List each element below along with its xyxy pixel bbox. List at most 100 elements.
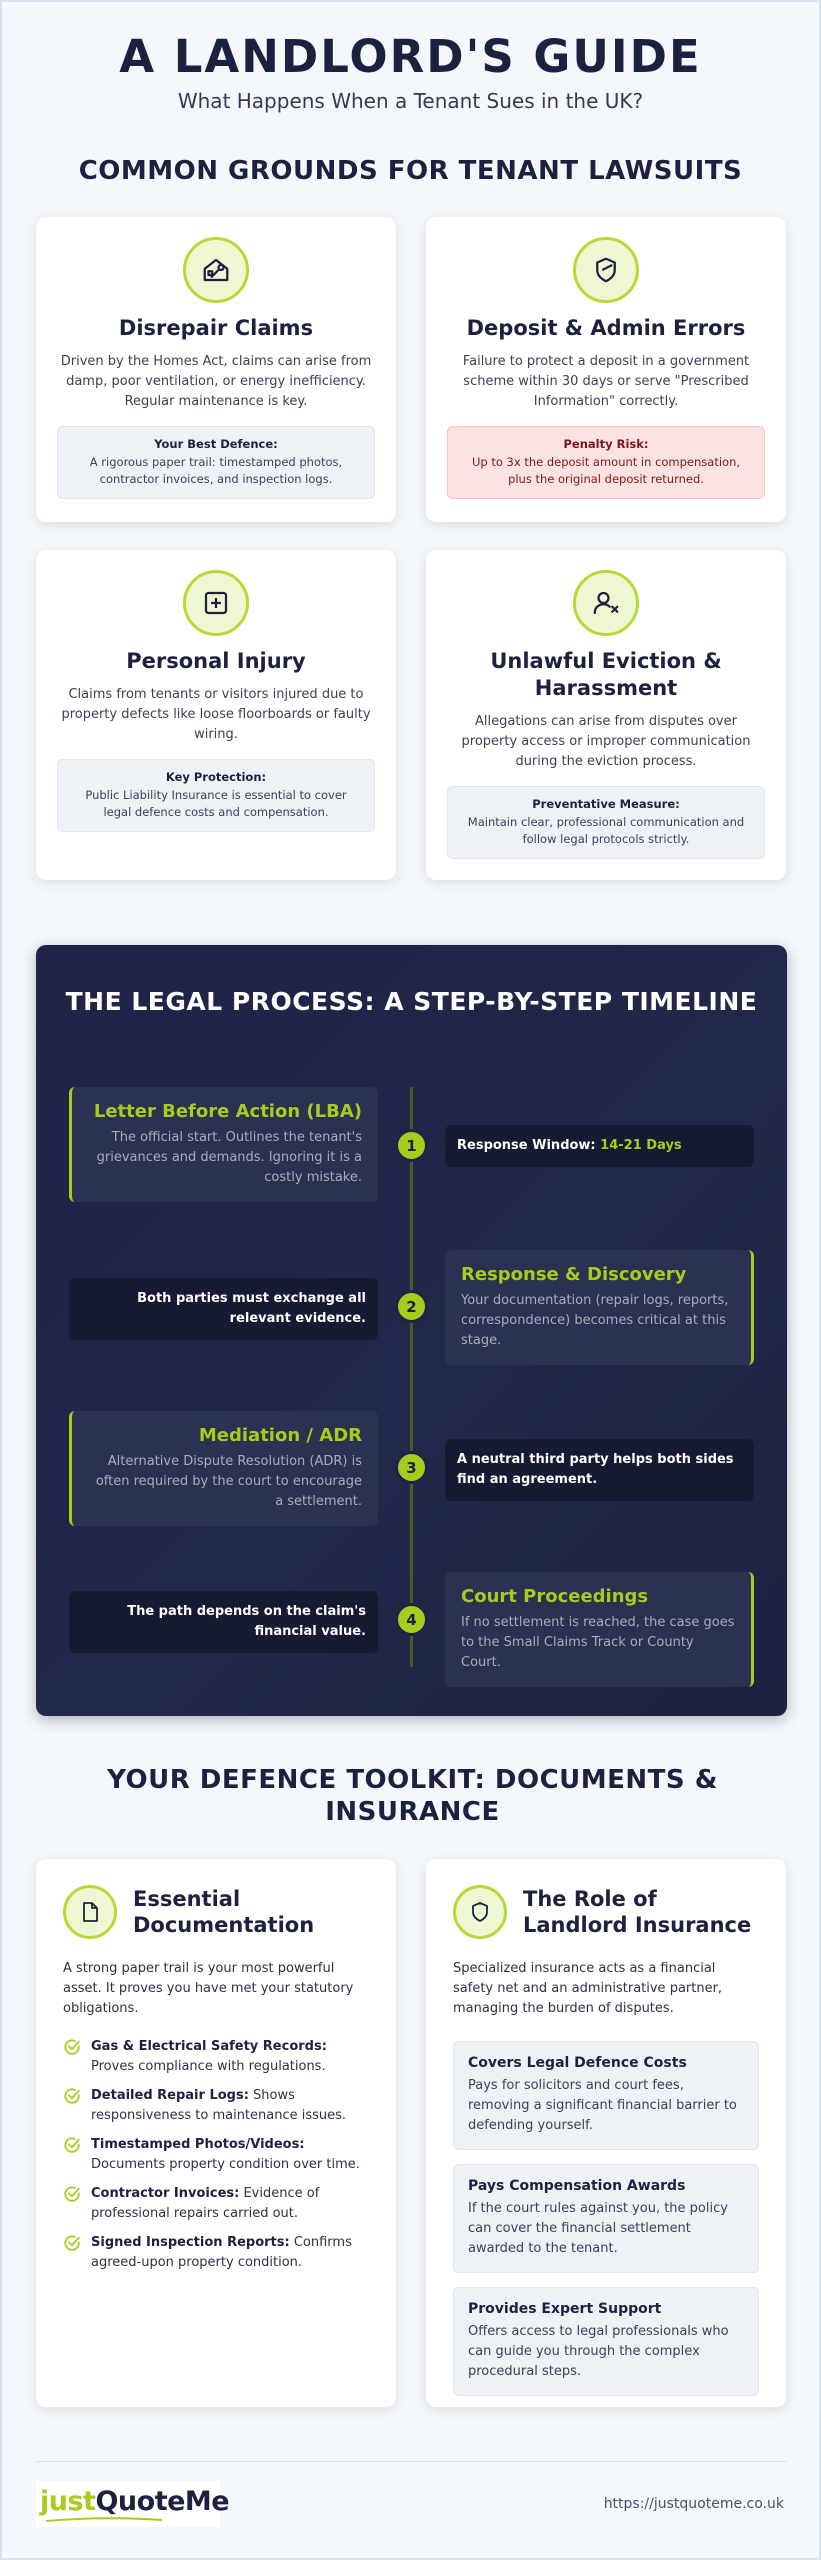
logo-swoosh-icon (45, 2517, 163, 2522)
item-text: Evidence of professional repairs carried… (91, 2186, 320, 2221)
step-1-side-note: Response Window: 14-21 Days (445, 1125, 754, 1167)
card-intro: Specialized insurance acts as a financia… (453, 1961, 723, 2016)
step-title: Response & Discovery (461, 1264, 687, 1285)
card-title: Essential Documentation (133, 1887, 315, 1937)
timeline-step-3: Mediation / ADR Alternative Dispute Reso… (69, 1411, 378, 1526)
shield-document-icon (596, 257, 616, 283)
card-description: Driven by the Homes Act, claims can aris… (60, 354, 372, 409)
check-circle-icon (64, 2088, 80, 2104)
card-description: Claims from tenants or visitors injured … (61, 687, 371, 742)
page-subtitle: What Happens When a Tenant Sues in the U… (177, 89, 644, 113)
insurance-benefit: Provides Expert Support Offers access to… (453, 2287, 759, 2396)
note-label: Preventative Measure: (532, 797, 680, 811)
insurance-benefit: Pays Compensation Awards If the court ru… (453, 2164, 759, 2273)
side-label: A neutral third party helps both sides f… (457, 1452, 734, 1487)
timeline-step-2: Response & Discovery Your documentation … (445, 1250, 754, 1365)
list-item: Detailed Repair Logs: Shows responsivene… (63, 2086, 369, 2126)
check-circle-icon (64, 2039, 80, 2055)
user-remove-icon (593, 591, 619, 615)
step-description: If no settlement is reached, the case go… (461, 1615, 735, 1670)
card-intro: A strong paper trail is your most powerf… (63, 1961, 354, 2016)
grounds-card-injury: Personal Injury Claims from tenants or v… (36, 550, 396, 880)
timeline-title: THE LEGAL PROCESS: A STEP-BY-STEP TIMELI… (65, 987, 758, 1016)
documentation-checklist: Gas & Electrical Safety Records: Proves … (63, 2037, 369, 2273)
step-title: Mediation / ADR (198, 1425, 362, 1446)
card-title: Unlawful Eviction & Harassment (490, 649, 722, 700)
side-label: The path depends on the claim's financia… (127, 1604, 366, 1639)
shield-icon (472, 1902, 488, 1922)
note-text: A rigorous paper trail: timestamped phot… (89, 455, 343, 486)
step-2-side-note: Both parties must exchange all relevant … (69, 1278, 378, 1340)
footer-divider (36, 2461, 787, 2462)
grounds-section-title: COMMON GROUNDS FOR TENANT LAWSUITS (78, 156, 743, 186)
step-title: Letter Before Action (LBA) (93, 1101, 362, 1122)
timeline-axis (410, 1087, 413, 1667)
side-highlight: 14-21 Days (600, 1138, 682, 1153)
card-note: Your Best Defence: A rigorous paper trai… (57, 426, 375, 499)
brand-logo[interactable]: justQuoteMe (36, 2481, 230, 2527)
note-label: Key Protection: (165, 770, 267, 784)
grounds-card-deposit: Deposit & Admin Errors Failure to protec… (426, 217, 786, 522)
item-label: Signed Inspection Reports: (91, 2235, 290, 2250)
check-circle-icon (64, 2235, 80, 2251)
timeline-step-1: Letter Before Action (LBA) The official … (69, 1087, 378, 1202)
item-text: Confirms agreed-upon property condition. (91, 2235, 352, 2270)
item-label: Gas & Electrical Safety Records: (91, 2039, 327, 2054)
document-icon (83, 1902, 98, 1922)
step-number-badge: 2 (395, 1290, 428, 1323)
grounds-card-eviction: Unlawful Eviction & Harassment Allegatio… (426, 550, 786, 880)
benefit-text: Pays for solicitors and court fees, remo… (468, 2078, 737, 2133)
step-number-badge: 3 (395, 1451, 428, 1484)
step-3-side-note: A neutral third party helps both sides f… (445, 1439, 754, 1501)
item-text: Proves compliance with regulations. (91, 2059, 326, 2074)
step-title: Court Proceedings (461, 1586, 649, 1607)
toolkit-section-title: YOUR DEFENCE TOOLKIT: DOCUMENTS & INSURA… (107, 1765, 718, 1827)
card-title: Personal Injury (126, 649, 306, 673)
page-title: A LANDLORD'S GUIDE (119, 30, 702, 83)
card-title: The Role of Landlord Insurance (523, 1887, 752, 1937)
item-text: Shows responsiveness to maintenance issu… (91, 2088, 347, 2123)
note-text: Public Liability Insurance is essential … (85, 788, 347, 819)
toolkit-grid: Essential Documentation A strong paper t… (36, 1859, 786, 2407)
note-text: Up to 3x the deposit amount in compensat… (471, 455, 741, 486)
step-number-badge: 1 (395, 1129, 428, 1162)
side-label: Response Window: (457, 1138, 596, 1153)
documentation-card: Essential Documentation A strong paper t… (36, 1859, 396, 2407)
first-aid-icon (204, 591, 228, 615)
note-label: Your Best Defence: (154, 437, 278, 451)
card-description: Failure to protect a deposit in a govern… (462, 354, 750, 409)
step-number-badge: 4 (395, 1603, 428, 1636)
check-circle-icon (64, 2137, 80, 2153)
side-label: Both parties must exchange all relevant … (137, 1291, 366, 1326)
grounds-grid: Disrepair Claims Driven by the Homes Act… (36, 217, 786, 880)
step-description: The official start. Outlines the tenant'… (96, 1130, 362, 1185)
card-title: Disrepair Claims (118, 316, 314, 340)
penalty-note: Penalty Risk: Up to 3x the deposit amoun… (447, 426, 765, 499)
list-item: Gas & Electrical Safety Records: Proves … (63, 2037, 369, 2077)
grounds-card-disrepair: Disrepair Claims Driven by the Homes Act… (36, 217, 396, 522)
list-item: Signed Inspection Reports: Confirms agre… (63, 2233, 369, 2273)
card-description: Allegations can arise from disputes over… (461, 714, 751, 769)
insurance-benefit: Covers Legal Defence Costs Pays for soli… (453, 2041, 759, 2150)
list-item: Timestamped Photos/Videos: Documents pro… (63, 2135, 369, 2175)
legal-process-timeline: THE LEGAL PROCESS: A STEP-BY-STEP TIMELI… (36, 945, 787, 1716)
benefit-text: Offers access to legal professionals who… (468, 2324, 729, 2379)
benefit-title: Provides Expert Support (468, 2301, 662, 2317)
logo-quoteme: QuoteMe (95, 2486, 230, 2517)
note-label: Penalty Risk: (563, 437, 649, 451)
benefit-text: If the court rules against you, the poli… (468, 2201, 728, 2256)
step-description: Alternative Dispute Resolution (ADR) is … (95, 1454, 362, 1509)
hero-header: A LANDLORD'S GUIDE What Happens When a T… (2, 2, 819, 113)
list-item: Contractor Invoices: Evidence of profess… (63, 2184, 369, 2224)
benefit-title: Covers Legal Defence Costs (468, 2055, 687, 2071)
website-link[interactable]: https://justquoteme.co.uk (603, 2496, 784, 2512)
item-text: Documents property condition over time. (91, 2157, 360, 2172)
item-label: Timestamped Photos/Videos: (91, 2137, 305, 2152)
note-text: Maintain clear, professional communicati… (467, 815, 745, 846)
timeline-step-4: Court Proceedings If no settlement is re… (445, 1572, 754, 1687)
item-label: Contractor Invoices: (91, 2186, 240, 2201)
benefit-title: Pays Compensation Awards (468, 2178, 686, 2194)
logo-just: just (40, 2486, 96, 2517)
item-label: Detailed Repair Logs: (91, 2088, 249, 2103)
